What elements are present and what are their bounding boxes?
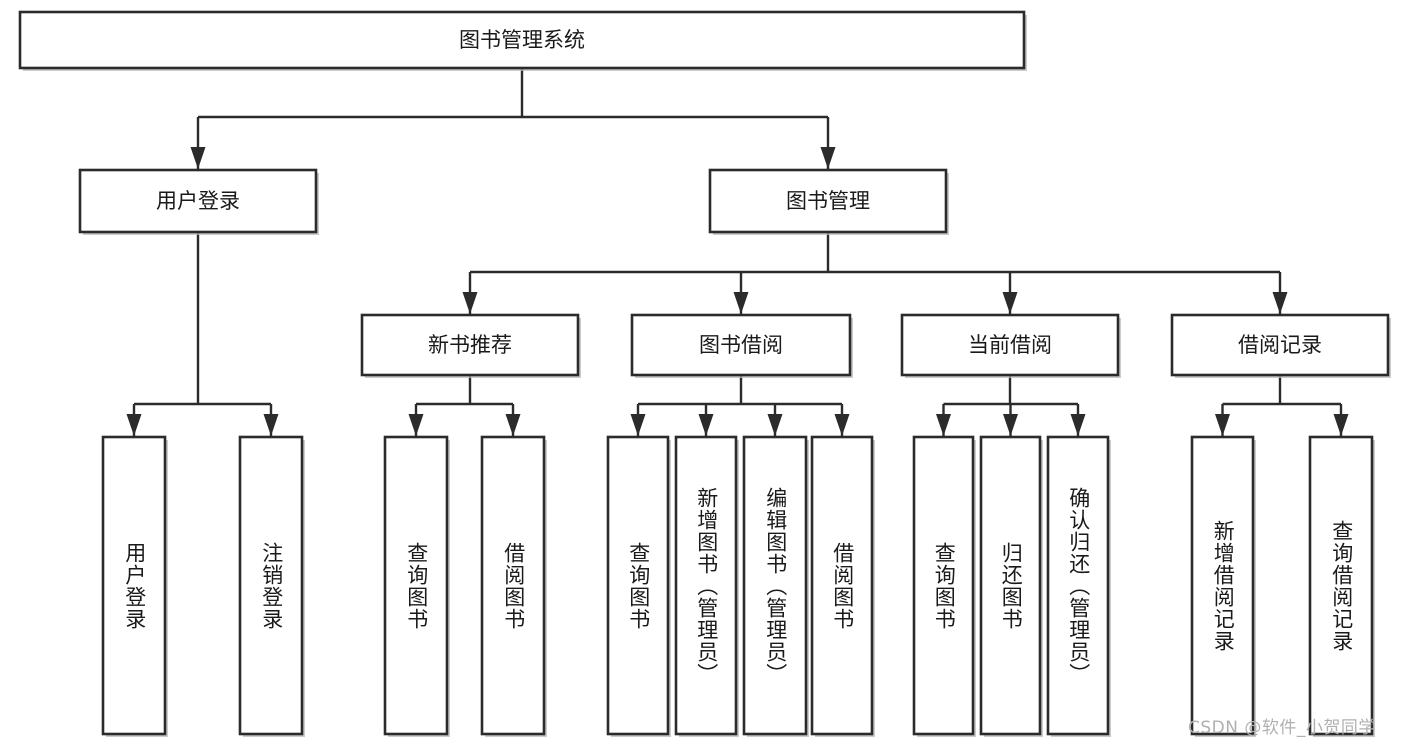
node-root-图书管理系统[interactable] bbox=[18, 10, 1027, 71]
arrow-head-icon bbox=[733, 292, 749, 314]
node-box[interactable] bbox=[360, 313, 580, 377]
node-l2-图书管理[interactable] bbox=[708, 168, 949, 235]
node-box[interactable] bbox=[912, 435, 975, 736]
connector-group-图书管理系统 bbox=[190, 68, 836, 169]
node-box[interactable] bbox=[900, 313, 1120, 377]
arrow-head-icon bbox=[1333, 414, 1349, 436]
node-leaf-编辑图书管理员[interactable] bbox=[742, 435, 809, 737]
node-leaf-用户登录[interactable] bbox=[101, 435, 168, 737]
node-box[interactable] bbox=[606, 435, 670, 736]
node-label: 借阅记录 bbox=[1238, 333, 1322, 357]
arrow-head-icon bbox=[462, 292, 478, 314]
node-l3-新书推荐[interactable] bbox=[360, 313, 581, 378]
node-l2-用户登录[interactable] bbox=[78, 168, 319, 235]
node-l3-借阅记录[interactable] bbox=[1170, 313, 1391, 378]
box-layer bbox=[18, 10, 1391, 737]
node-box[interactable] bbox=[810, 435, 874, 736]
node-leaf-借阅图书[interactable] bbox=[480, 435, 547, 737]
node-leaf-确认归还管理员[interactable] bbox=[1046, 435, 1111, 737]
node-leaf-查询图书[interactable] bbox=[383, 435, 450, 737]
node-box[interactable] bbox=[18, 10, 1026, 70]
node-leaf-新增图书管理员[interactable] bbox=[674, 435, 739, 737]
node-leaf-借阅图书[interactable] bbox=[810, 435, 875, 737]
node-box[interactable] bbox=[1190, 435, 1255, 736]
arrow-head-icon bbox=[767, 414, 783, 436]
node-leaf-归还图书[interactable] bbox=[979, 435, 1043, 737]
node-leaf-查询图书[interactable] bbox=[606, 435, 671, 737]
arrow-head-icon bbox=[263, 414, 279, 436]
arrow-head-icon bbox=[190, 147, 206, 169]
node-label: 图书借阅 bbox=[699, 333, 783, 357]
connector-group-图书借阅 bbox=[630, 375, 850, 436]
node-l3-图书借阅[interactable] bbox=[630, 313, 853, 378]
arrow-head-icon bbox=[936, 414, 951, 436]
arrow-head-icon bbox=[630, 414, 646, 436]
arrow-head-icon bbox=[1070, 414, 1086, 436]
arrow-head-icon bbox=[698, 414, 714, 436]
node-label: 图书管理 bbox=[786, 189, 870, 213]
node-box[interactable] bbox=[979, 435, 1042, 736]
watermark: CSDN @软件_小贺同学 bbox=[1188, 718, 1376, 738]
node-box[interactable] bbox=[1046, 435, 1110, 736]
connector-group-用户登录 bbox=[126, 232, 279, 436]
connector-group-新书推荐 bbox=[408, 375, 521, 436]
arrow-head-icon bbox=[1003, 414, 1018, 436]
connector-group-借阅记录 bbox=[1215, 375, 1349, 436]
node-box[interactable] bbox=[630, 313, 852, 377]
connector-group-图书管理 bbox=[462, 232, 1288, 314]
node-box[interactable] bbox=[708, 168, 948, 234]
arrow-head-icon bbox=[1002, 292, 1018, 314]
node-leaf-新增借阅记录[interactable] bbox=[1190, 435, 1256, 737]
connector-group-当前借阅 bbox=[936, 375, 1086, 436]
node-leaf-查询借阅记录[interactable] bbox=[1308, 435, 1375, 737]
node-label: 新书推荐 bbox=[428, 333, 512, 357]
node-box[interactable] bbox=[383, 435, 449, 736]
edge-layer bbox=[126, 68, 1349, 436]
arrow-head-icon bbox=[1215, 414, 1230, 436]
arrow-head-icon bbox=[1272, 292, 1288, 314]
node-box[interactable] bbox=[480, 435, 546, 736]
arrow-head-icon bbox=[834, 414, 850, 436]
node-l3-当前借阅[interactable] bbox=[900, 313, 1121, 378]
node-label: 用户登录 bbox=[156, 189, 240, 213]
arrow-head-icon bbox=[820, 147, 836, 169]
node-box[interactable] bbox=[78, 168, 318, 234]
node-box[interactable] bbox=[238, 435, 304, 736]
node-box[interactable] bbox=[1308, 435, 1374, 736]
node-box[interactable] bbox=[674, 435, 738, 736]
node-label: 当前借阅 bbox=[968, 333, 1052, 357]
node-label: 图书管理系统 bbox=[459, 28, 585, 52]
arrow-head-icon bbox=[408, 414, 424, 436]
arrow-head-icon bbox=[505, 414, 521, 436]
node-box[interactable] bbox=[742, 435, 808, 736]
node-leaf-查询图书[interactable] bbox=[912, 435, 976, 737]
node-box[interactable] bbox=[101, 435, 167, 736]
arrow-head-icon bbox=[126, 414, 142, 436]
node-box[interactable] bbox=[1170, 313, 1390, 377]
node-leaf-注销登录[interactable] bbox=[238, 435, 305, 737]
